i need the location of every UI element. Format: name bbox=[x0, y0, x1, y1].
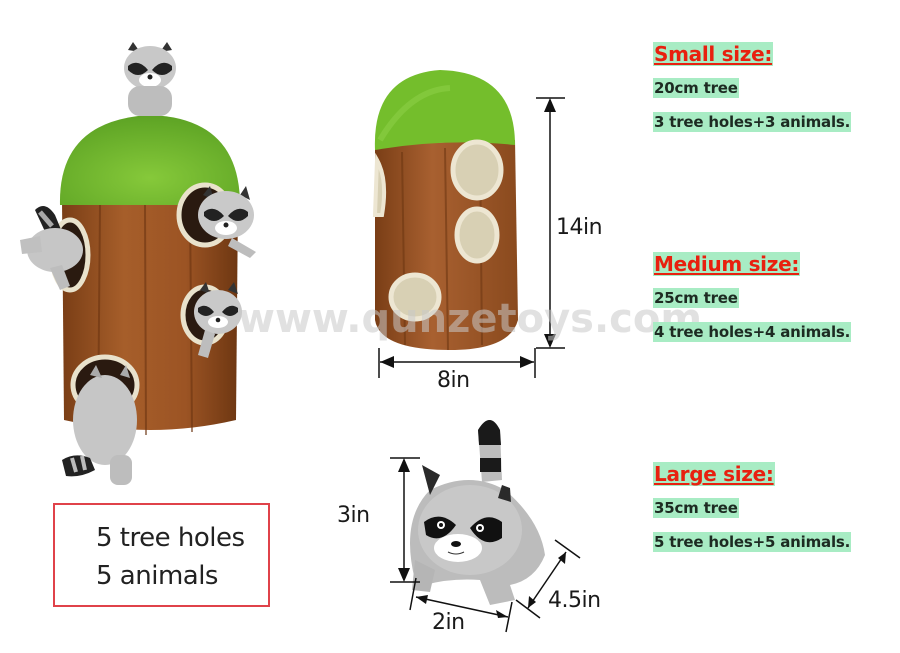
size-medium-contents: 4 tree holes+4 animals. bbox=[653, 322, 852, 342]
raccoon-length-label: 4.5in bbox=[548, 588, 601, 613]
product-image-raccoon-dimensions bbox=[390, 420, 581, 633]
size-small-title: Small size: bbox=[653, 42, 774, 66]
contents-info-box: 5 tree holes 5 animals bbox=[53, 503, 270, 607]
size-large-title: Large size: bbox=[653, 462, 775, 486]
info-box-holes: 5 tree holes bbox=[96, 523, 245, 553]
size-large-contents: 5 tree holes+5 animals. bbox=[653, 532, 852, 552]
tree-width-label: 8in bbox=[437, 368, 470, 393]
size-small: Small size: 20cm tree 3 tree holes+3 ani… bbox=[653, 42, 852, 132]
size-medium-tree: 25cm tree bbox=[653, 288, 739, 308]
size-small-contents: 3 tree holes+3 animals. bbox=[653, 112, 852, 132]
info-box-animals: 5 animals bbox=[96, 561, 218, 591]
size-medium: Medium size: 25cm tree 4 tree holes+4 an… bbox=[653, 252, 852, 342]
size-small-tree: 20cm tree bbox=[653, 78, 739, 98]
size-large: Large size: 35cm tree 5 tree holes+5 ani… bbox=[653, 462, 852, 552]
raccoon-height-label: 3in bbox=[337, 503, 370, 528]
product-image-tree-dimensions bbox=[372, 70, 565, 378]
tree-height-label: 14in bbox=[556, 215, 603, 240]
raccoon-width-label: 2in bbox=[432, 610, 465, 635]
size-large-tree: 35cm tree bbox=[653, 498, 739, 518]
product-image-tree-with-raccoons bbox=[20, 42, 256, 485]
size-medium-title: Medium size: bbox=[653, 252, 801, 276]
